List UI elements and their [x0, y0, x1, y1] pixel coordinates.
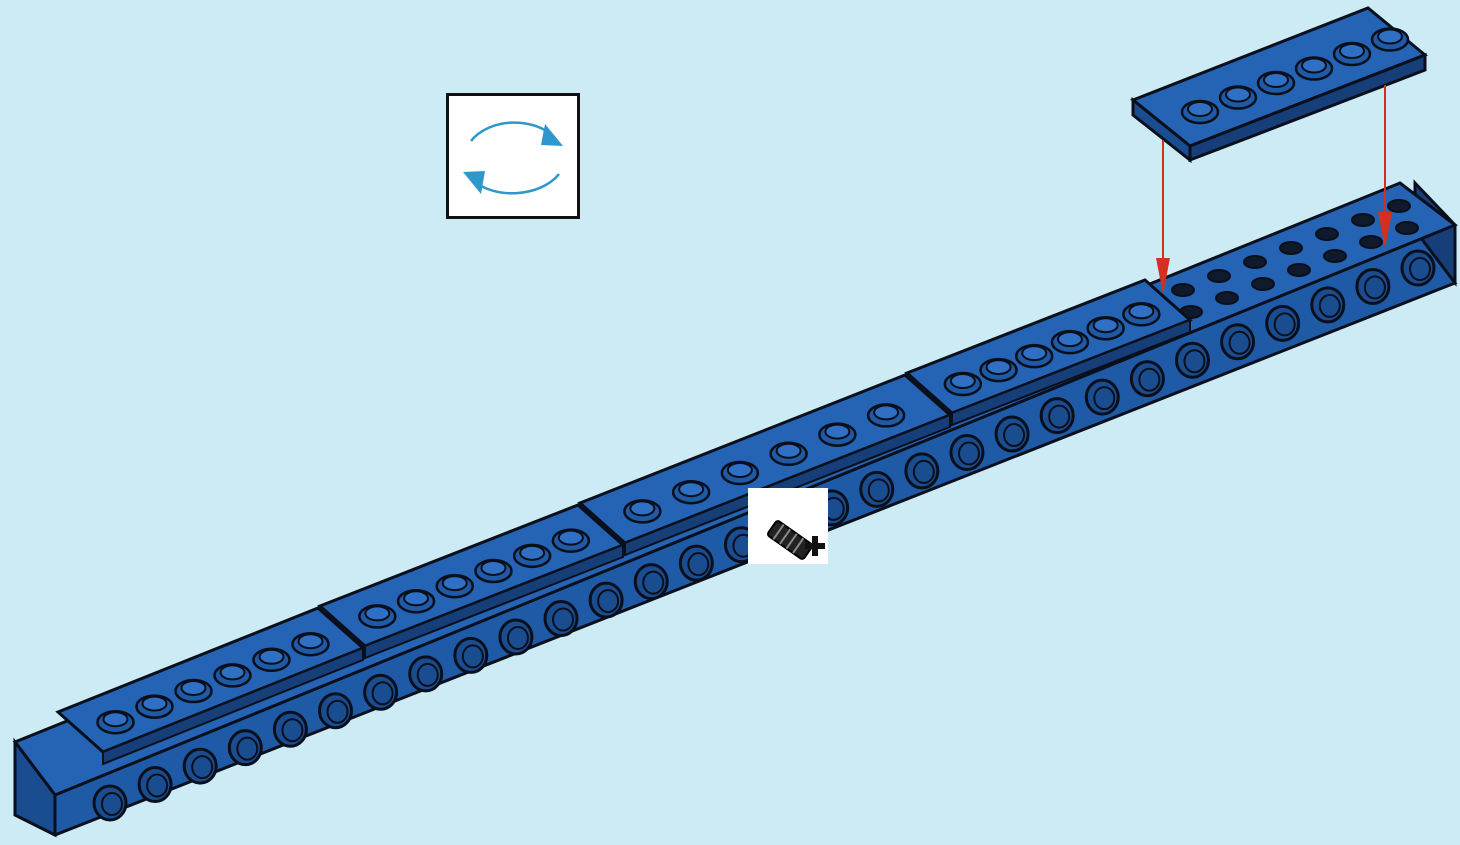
beam-stud: [1352, 214, 1374, 226]
new-plate-stud-top: [1188, 102, 1212, 116]
plate-stud-top: [481, 561, 505, 575]
new-plate-stud-top: [1226, 88, 1250, 102]
beam-stud: [1252, 278, 1274, 290]
down-arrow-icon: [1156, 140, 1170, 294]
plate-stud-top: [777, 444, 801, 458]
beam-stud: [1208, 270, 1230, 282]
plate-stud-top: [404, 591, 428, 605]
plate-stud-top: [260, 650, 284, 664]
plate-stud-top: [825, 425, 849, 439]
plate-stud-top: [221, 665, 245, 679]
plate-stud-top: [365, 606, 389, 620]
plate-stud-top: [520, 546, 544, 560]
new-plate-stud-top: [1378, 30, 1402, 44]
beam-stud: [1396, 222, 1418, 234]
plate-stud-top: [1094, 318, 1118, 332]
plate-stud-top: [559, 531, 583, 545]
beam-stud: [1316, 228, 1338, 240]
plate-stud-top: [299, 634, 323, 648]
plate-stud-top: [630, 501, 654, 515]
plate-stud-top: [679, 482, 703, 496]
plate-stud-top: [874, 405, 898, 419]
plate-stud-top: [443, 576, 467, 590]
new-plate-stud-top: [1264, 73, 1288, 87]
beam-stud: [1324, 250, 1346, 262]
plate-stud-top: [1129, 304, 1153, 318]
plate-stud-top: [182, 681, 206, 695]
beam-stud: [1172, 284, 1194, 296]
beam-stud: [1388, 200, 1410, 212]
plate-stud-top: [728, 463, 752, 477]
technic-pin-callout: [748, 488, 828, 564]
plate-stud-top: [951, 374, 975, 388]
beam-stud: [1288, 264, 1310, 276]
beam-stud: [1360, 236, 1382, 248]
rotate-model-icon: [449, 96, 577, 216]
beam-stud: [1280, 242, 1302, 254]
plate-stud-top: [104, 712, 128, 726]
plate-stud-top: [987, 360, 1011, 374]
plate-stud-top: [143, 697, 167, 711]
new-plate-stud-top: [1340, 44, 1364, 58]
rotate-model-callout: [446, 93, 580, 219]
mounted-plates: [58, 280, 1190, 764]
new-plate-stud-top: [1302, 59, 1326, 73]
new-plate-piece: [1133, 8, 1425, 160]
beam-stud: [1244, 256, 1266, 268]
plate-stud-top: [1058, 332, 1082, 346]
plate-stud-top: [1022, 346, 1046, 360]
beam-stud: [1216, 292, 1238, 304]
